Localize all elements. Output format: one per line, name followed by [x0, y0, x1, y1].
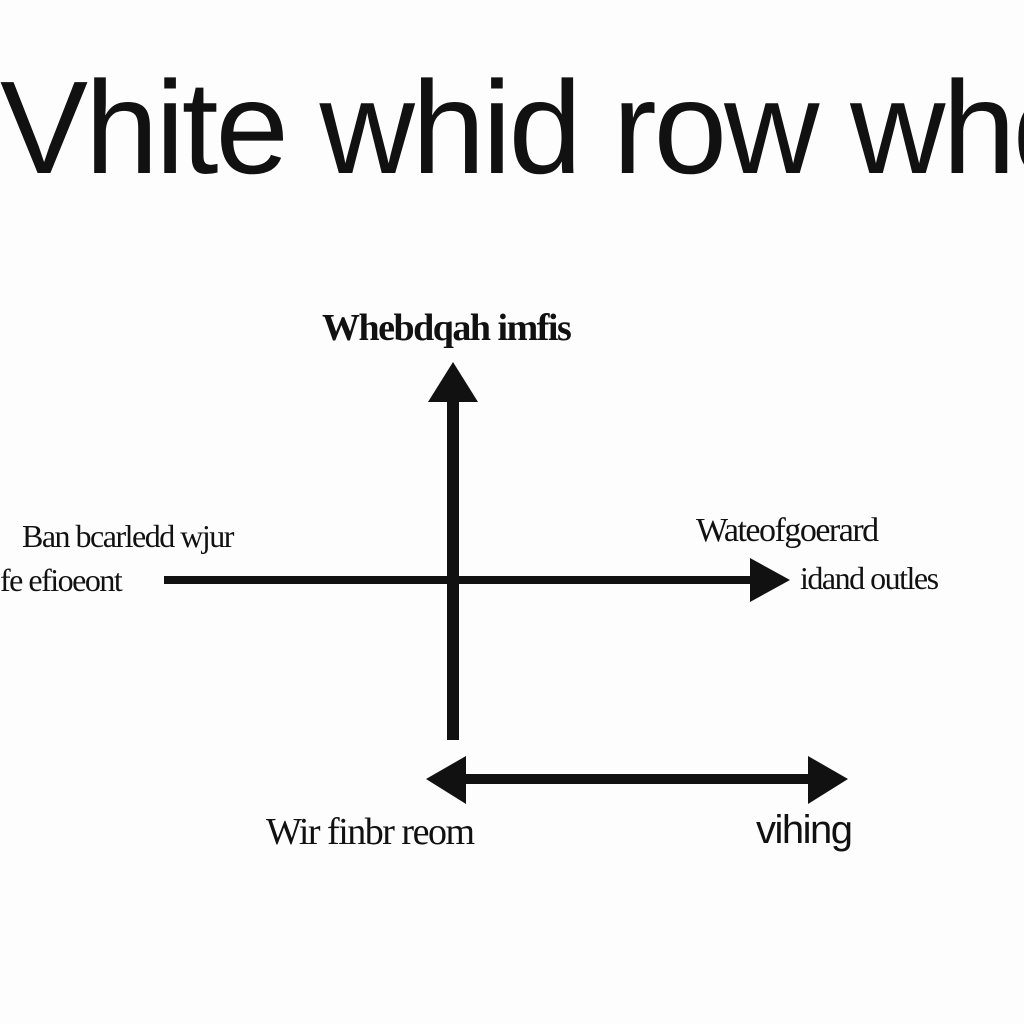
right-axis-label-line1: Wateofgoerard — [696, 512, 879, 549]
bottom-arrow-right-head — [808, 756, 848, 804]
left-axis-label-line2: fe efioeont — [0, 562, 123, 598]
top-axis-label: Whebdqah imfis — [322, 307, 572, 349]
bottom-arrow-left-head — [426, 756, 466, 804]
vertical-axis-arrowhead — [428, 362, 478, 402]
diagram-title: Vhite whid row whds — [0, 54, 1024, 201]
bottom-right-label: vihing — [756, 808, 853, 852]
horizontal-axis-arrowhead — [750, 558, 790, 602]
right-axis-label-line2: idand outles — [800, 560, 939, 596]
left-axis-label-line1: Ban bcarledd wjur — [22, 518, 234, 554]
bottom-left-label: Wir finbr reom — [266, 811, 475, 853]
